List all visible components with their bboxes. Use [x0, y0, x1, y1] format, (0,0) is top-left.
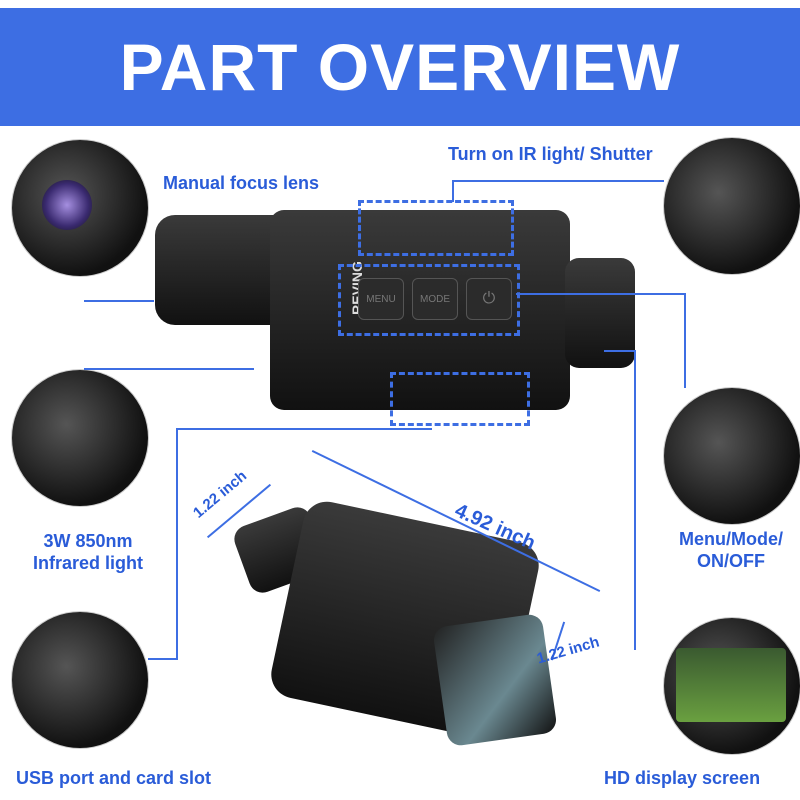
label-display: HD display screen: [604, 768, 761, 788]
device-eyepiece: [155, 215, 275, 325]
device-lens-hood: [565, 258, 635, 368]
header-banner: PART OVERVIEW: [0, 8, 800, 126]
display-screen-icon: [676, 648, 786, 722]
connector: [148, 658, 178, 660]
label-lens: Manual focus lens: [163, 173, 320, 193]
power-button[interactable]: ⏻: [466, 278, 512, 320]
label-ir: Turn on IR light/ Shutter: [448, 144, 653, 164]
connector: [176, 428, 432, 430]
connector: [516, 293, 684, 295]
menu-button[interactable]: MENU: [358, 278, 404, 320]
connector: [634, 350, 636, 650]
dimension-width-a: 1.22 inch: [190, 467, 251, 522]
infrared-highlight: [390, 372, 530, 426]
buttons-highlight: [338, 264, 520, 336]
lens-closeup: [12, 140, 148, 276]
connector: [176, 428, 178, 658]
usb-closeup: [12, 612, 148, 748]
infrared-closeup: [12, 370, 148, 506]
lens-icon: [42, 180, 92, 230]
connector: [452, 180, 664, 182]
device2-screen-hood: [432, 612, 558, 748]
page-title: PART OVERVIEW: [119, 30, 681, 104]
label-buttons: Menu/Mode/ ON/OFF: [679, 529, 783, 571]
label-usb: USB port and card slot: [16, 768, 212, 788]
connector: [452, 180, 454, 202]
connector: [84, 368, 254, 370]
connector: [684, 293, 686, 388]
ir-highlight: [358, 200, 514, 256]
connector: [84, 300, 154, 302]
ir-button-closeup: [664, 138, 800, 274]
connector: [604, 350, 634, 352]
display-closeup: [664, 618, 800, 754]
label-infrared: 3W 850nm Infrared light: [32, 531, 143, 573]
mode-button[interactable]: MODE: [412, 278, 458, 320]
buttons-closeup: [664, 388, 800, 524]
